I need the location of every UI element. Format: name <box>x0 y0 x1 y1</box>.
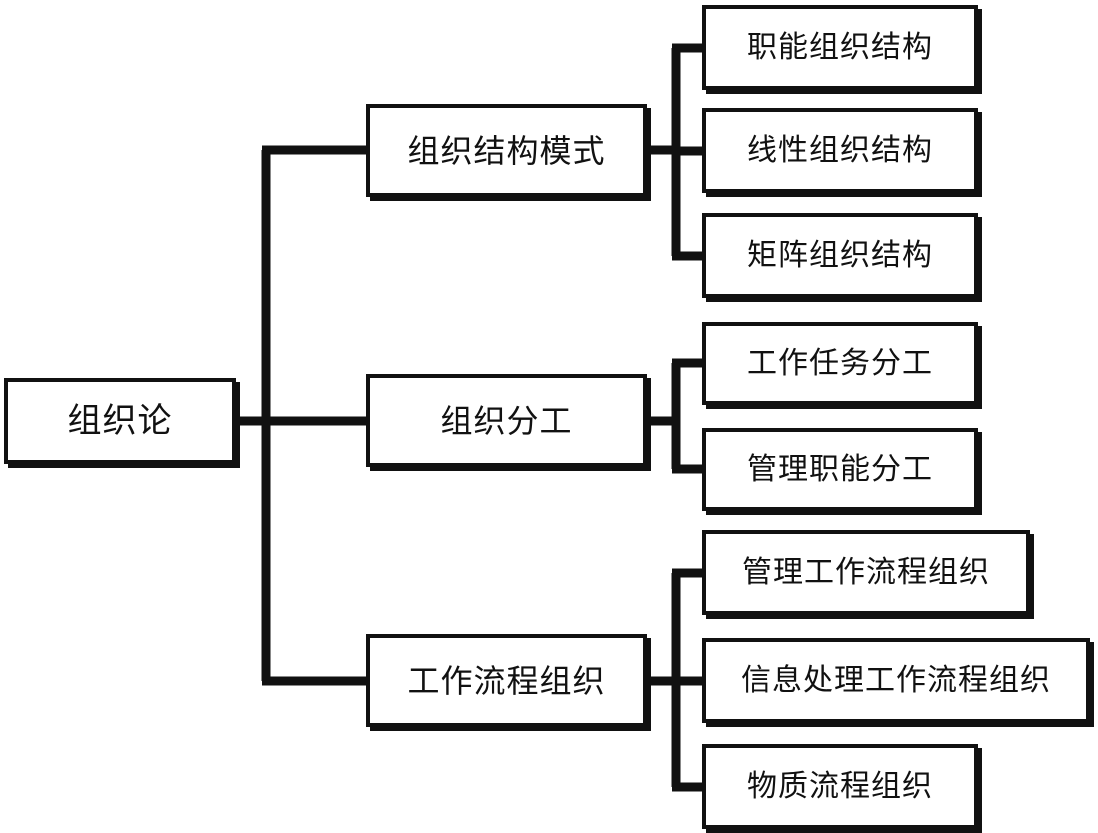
node-label: 管理职能分工 <box>747 452 933 486</box>
node-label: 物质流程组织 <box>747 769 933 803</box>
node-branch-organizational-structure-model[interactable]: 组织结构模式 <box>366 104 647 197</box>
node-leaf-material-process-organization[interactable]: 物质流程组织 <box>702 744 978 829</box>
node-label: 组织分工 <box>440 402 573 439</box>
node-root-organization-theory[interactable]: 组织论 <box>4 378 236 464</box>
node-label: 工作流程组织 <box>407 662 606 699</box>
node-branch-organizational-division-of-labor[interactable]: 组织分工 <box>366 374 647 467</box>
node-label: 职能组织结构 <box>747 30 933 64</box>
node-leaf-functional-organizational-structure[interactable]: 职能组织结构 <box>702 5 978 90</box>
node-label: 工作任务分工 <box>747 346 933 380</box>
node-leaf-matrix-organizational-structure[interactable]: 矩阵组织结构 <box>702 213 978 298</box>
node-label: 矩阵组织结构 <box>747 238 933 272</box>
node-leaf-information-processing-work-process-organization[interactable]: 信息处理工作流程组织 <box>702 638 1090 723</box>
node-leaf-management-work-process-organization[interactable]: 管理工作流程组织 <box>702 530 1030 615</box>
node-branch-work-process-organization[interactable]: 工作流程组织 <box>366 634 647 727</box>
node-label: 组织结构模式 <box>407 132 606 169</box>
node-label: 组织论 <box>67 402 173 440</box>
node-label: 线性组织结构 <box>747 133 933 167</box>
node-label: 信息处理工作流程组织 <box>741 663 1051 697</box>
node-leaf-work-task-division[interactable]: 工作任务分工 <box>702 322 978 405</box>
node-leaf-management-function-division[interactable]: 管理职能分工 <box>702 428 978 511</box>
node-leaf-linear-organizational-structure[interactable]: 线性组织结构 <box>702 108 978 193</box>
node-label: 管理工作流程组织 <box>742 555 990 589</box>
